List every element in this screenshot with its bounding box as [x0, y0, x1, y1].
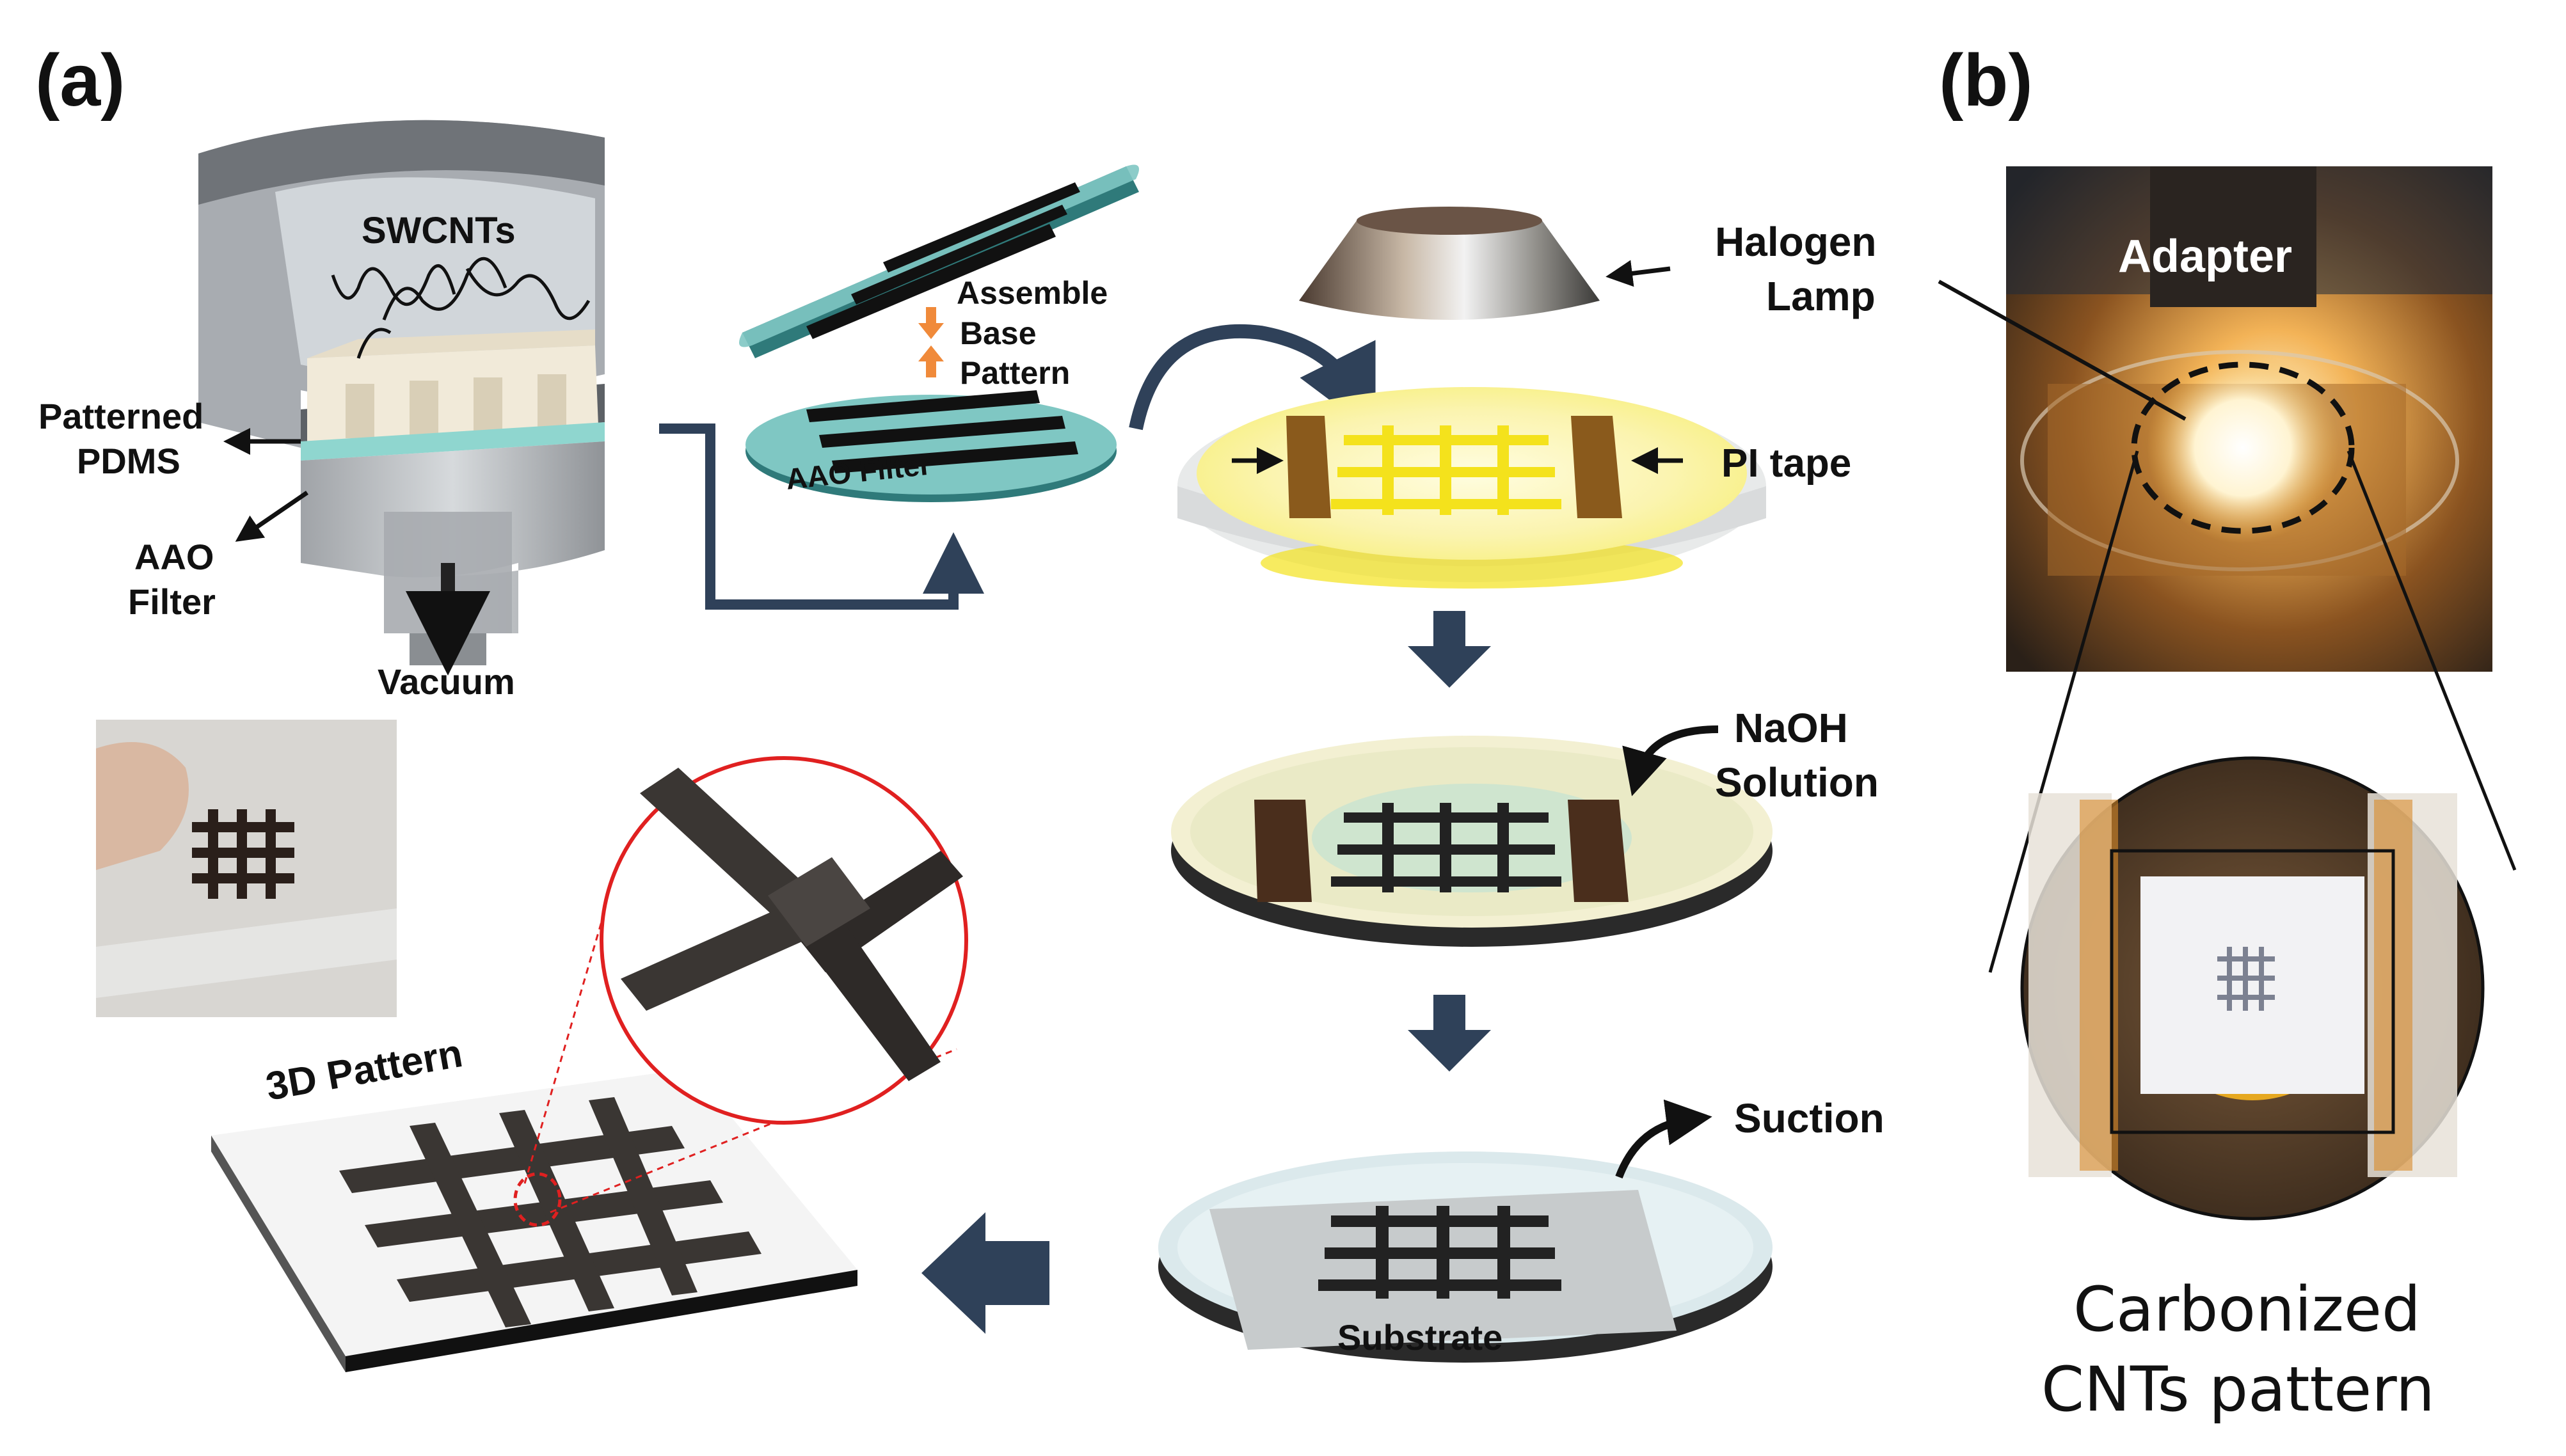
swcnts-label: SWCNTs	[362, 210, 516, 251]
assemble-arrow-up	[918, 345, 944, 377]
down-arrow-1	[1408, 611, 1491, 688]
aao-pointer-arrow	[235, 491, 308, 542]
patterned-label-line1: Patterned	[38, 396, 203, 436]
adapter-pointer	[1938, 280, 2187, 421]
lamp-pointer-arrow	[1606, 260, 1671, 287]
zoom-line-1	[523, 889, 612, 1184]
adapter-label: Adapter	[2118, 231, 2292, 282]
to-assembly-arrow	[659, 423, 984, 610]
suction-dish	[1158, 1151, 1773, 1363]
lamp-dish	[1177, 387, 1766, 589]
caption-line2: CNTs pattern	[2041, 1354, 2435, 1425]
halogen-lamp	[1299, 207, 1600, 320]
panel-a-letter: (a)	[35, 40, 125, 122]
pattern-3d-substrate	[211, 1068, 857, 1372]
aao-filter-disc	[745, 390, 1117, 502]
pattern-3d-label: 3D Pattern	[262, 1031, 465, 1109]
zoom-line-2	[550, 1048, 957, 1214]
solution-label-line2: Solution	[1715, 759, 1879, 805]
assemble-label-line3: Pattern	[960, 355, 1070, 391]
zoom-line-b-2	[2347, 450, 2517, 871]
aao-label-line1: AAO	[134, 537, 214, 577]
zoom-line-b-1	[1988, 450, 2139, 973]
base-pattern-disc	[739, 164, 1139, 358]
lamp-label-line2: Lamp	[1766, 273, 1876, 319]
assemble-arrow-down	[918, 307, 944, 339]
sample-photo	[96, 720, 397, 1017]
assemble-label-line1: Assemble	[957, 275, 1108, 311]
suction-label: Suction	[1734, 1095, 1885, 1141]
naoh-label-line1: NaOH	[1734, 705, 1848, 751]
panel-b-letter: (b)	[1939, 40, 2033, 122]
left-arrow-to-result	[921, 1212, 1049, 1334]
vacuum-label: Vacuum	[378, 661, 515, 702]
naoh-pointer-arrow	[1622, 725, 1719, 796]
setup-photo	[2006, 166, 2492, 672]
down-arrow-2	[1408, 995, 1491, 1072]
to-lamp-arrow	[1129, 324, 1376, 435]
halogen-label-line1: Halogen	[1715, 219, 1876, 265]
caption-line1: Carbonized	[2073, 1274, 2421, 1345]
zoom-detail	[600, 756, 968, 1125]
pi-tape-label: PI tape	[1721, 441, 1851, 486]
substrate-label: Substrate	[1337, 1317, 1502, 1357]
assemble-label-line2: Base	[960, 315, 1037, 351]
filter-label-line2: Filter	[128, 582, 216, 622]
pdms-label-line2: PDMS	[77, 441, 180, 481]
naoh-dish	[1171, 736, 1773, 947]
filtration-funnel	[198, 120, 605, 665]
pattern-closeup	[2020, 756, 2485, 1221]
suction-pointer-arrow	[1615, 1099, 1712, 1179]
